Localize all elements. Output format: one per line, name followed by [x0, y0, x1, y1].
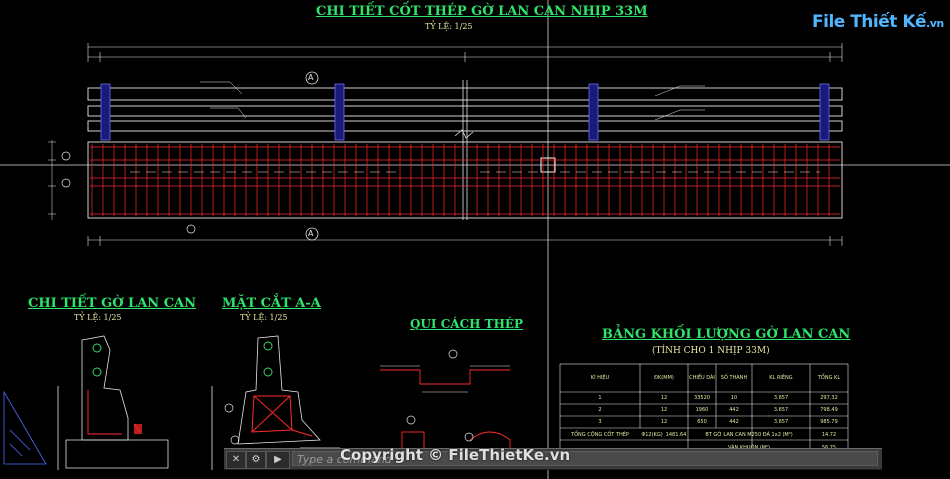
rebar-vertical-bars [91, 144, 830, 216]
table-total-value: 1481.64 [665, 432, 687, 438]
detail-rebar-tip [134, 424, 142, 434]
detail-rebar [87, 390, 141, 435]
close-icon[interactable]: ✕ [226, 451, 246, 469]
table-header-cell: KÍ HIỆU [590, 375, 610, 381]
rebar-longitudinal [90, 146, 840, 215]
section-pipe-top [263, 341, 273, 351]
table-header-cell: TỔNG KL [817, 375, 841, 381]
railing-posts [100, 83, 830, 141]
bar-callout-3 [61, 178, 71, 188]
rebar-shape-callout-2 [406, 415, 416, 425]
rebar-shapes [380, 369, 511, 453]
table-cell: 12 [660, 395, 668, 401]
table-cell: 297.32 [820, 395, 838, 401]
table-cell: 12 [660, 419, 668, 425]
rebar-shape-callout-3 [464, 432, 474, 442]
command-input[interactable]: Type a command [292, 451, 878, 466]
quantity-table-grid [559, 363, 849, 457]
prompt-icon[interactable]: ▶ [266, 451, 290, 469]
detail-scale: TỶ LỆ: 1/25 [74, 313, 122, 322]
detail-pipe-top [92, 343, 102, 353]
section-callout-2 [224, 403, 234, 413]
detail-parapet-drawing [57, 335, 169, 470]
section-mark-bottom-label: A [308, 229, 314, 238]
handrail-pipes [87, 87, 843, 132]
table-cell: 10 [730, 395, 738, 401]
section-rebar-cage [251, 395, 313, 437]
table-cell: 798.49 [820, 407, 838, 413]
table-cell: 442 [729, 407, 739, 413]
bottom-dimension-lines [87, 236, 843, 246]
table-cell: 1960 [695, 407, 709, 413]
table-total-dk: Φ12(KG) [641, 432, 663, 438]
left-side-dimensions [48, 140, 56, 220]
table-cell: 3 [598, 419, 602, 425]
leader-lines [200, 81, 705, 121]
side-triangle [3, 390, 47, 465]
section-callout-3 [230, 435, 240, 445]
table-cell: 650 [697, 419, 707, 425]
table-cell: 1 [598, 395, 602, 401]
site-logo: File Thiết Kế.vn [812, 12, 944, 32]
top-dimension-lines [87, 43, 843, 62]
wrench-icon[interactable]: ⚙ [246, 451, 266, 469]
detail-title: CHI TIẾT GỜ LAN CAN [28, 296, 197, 311]
section-title: MẶT CẮT A-A [222, 296, 321, 311]
section-marker-bottom [305, 227, 319, 241]
quantity-table-subtitle: (TÍNH CHO 1 NHỊP 33M) [652, 346, 770, 356]
table-cell: 3.657 [773, 407, 789, 413]
table-cell: 33520 [694, 395, 710, 401]
table-header-cell: KL RIÊNG [769, 375, 793, 381]
parapet-outline [87, 141, 843, 219]
command-line-bar[interactable]: ✕ ⚙ ▶ Type a command [224, 448, 882, 470]
rebar-spec-title: QUI CÁCH THÉP [410, 317, 524, 331]
bar-callout-2 [61, 151, 71, 161]
section-scale: TỶ LỆ: 1/25 [240, 313, 288, 322]
table-total-label: TỔNG CỘNG CỐT THÉP [571, 432, 629, 438]
table-cell: 2 [598, 407, 602, 413]
table-header-cell: CHIỀU DÀI [689, 375, 715, 381]
table-cell: 12 [660, 407, 668, 413]
section-pipe-mid [263, 367, 273, 377]
rebar-shape-callout-1 [448, 349, 458, 359]
table-cell: 3.657 [773, 395, 789, 401]
table-header-cell: ĐK(MM) [654, 375, 674, 381]
table-cell: 985.79 [820, 419, 838, 425]
main-drawing-title: CHI TIẾT CỐT THÉP GỜ LAN CAN NHỊP 33M [316, 4, 648, 19]
bar-callout-1 [186, 224, 196, 234]
rebar-dims [380, 365, 510, 393]
table-cell: 442 [729, 419, 739, 425]
quantity-table-title: BẢNG KHỐI LƯỢNG GỜ LAN CAN [602, 327, 851, 342]
detail-pipe-mid [92, 367, 102, 377]
table-concrete-label: BT GỜ LAN CAN M250 ĐÁ 1x2 (M³) [705, 432, 793, 438]
table-header-cell: SỐ THANH [720, 375, 748, 381]
copyright-watermark: Copyright © FileThietKe.vn [340, 446, 571, 464]
table-cell: 3.657 [773, 419, 789, 425]
table-concrete-value: 14.72 [821, 432, 837, 438]
main-drawing-scale: TỶ LỆ: 1/25 [425, 22, 473, 31]
break-line [454, 80, 474, 220]
section-marker-top [305, 71, 319, 85]
section-mark-top-label: A [308, 73, 314, 82]
